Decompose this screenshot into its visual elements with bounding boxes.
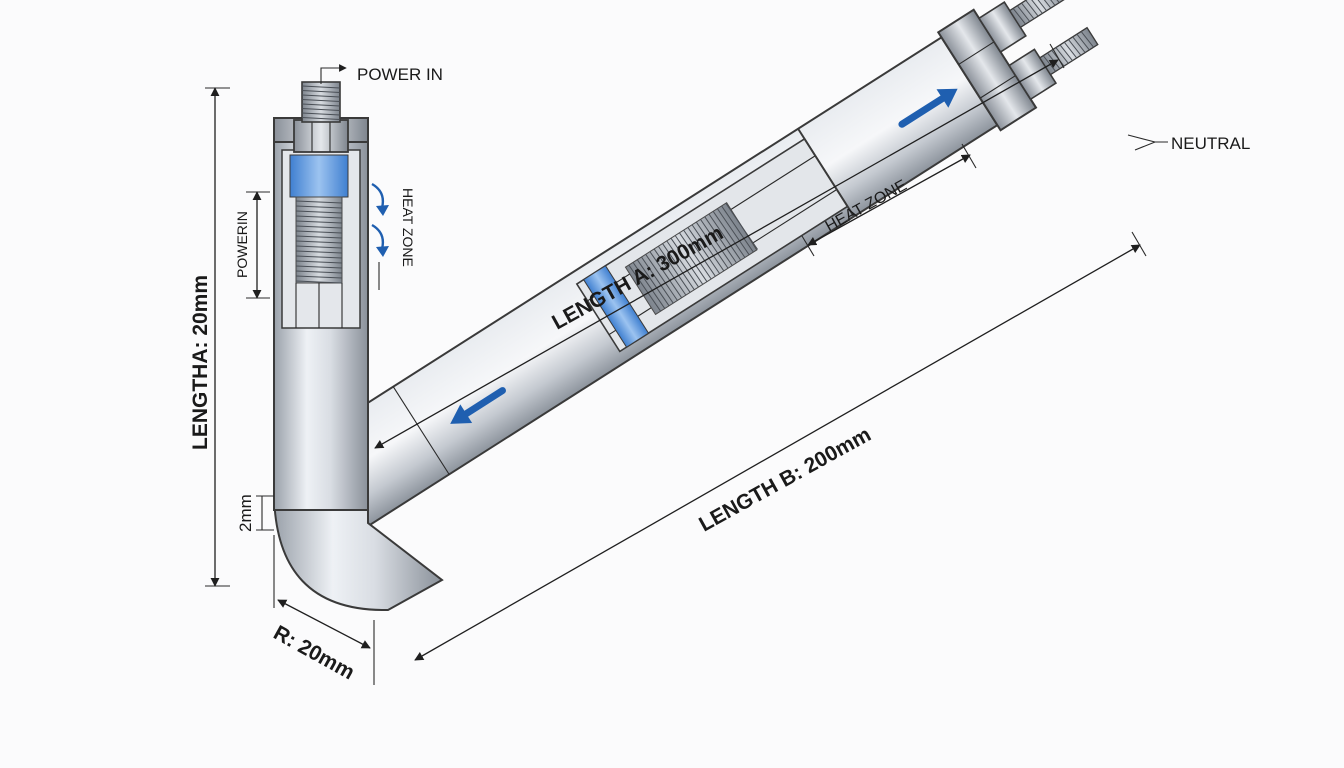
coil-winding bbox=[1046, 0, 1060, 4]
top-hex-nut bbox=[293, 119, 349, 153]
coil-winding bbox=[295, 245, 343, 249]
coil-winding bbox=[1080, 31, 1094, 48]
label-radius: R: 20mm bbox=[270, 621, 359, 684]
coil-winding bbox=[295, 270, 343, 274]
tube-bend bbox=[272, 488, 444, 612]
coil-winding bbox=[1038, 0, 1052, 9]
coil-winding bbox=[295, 235, 343, 239]
coil-winding bbox=[301, 94, 341, 98]
coil-winding bbox=[1076, 33, 1090, 51]
coil-winding bbox=[1029, 0, 1043, 14]
heating-coil-vertical bbox=[295, 196, 343, 284]
coil-winding bbox=[295, 240, 343, 244]
coil-winding bbox=[301, 112, 341, 116]
coil-winding bbox=[1042, 0, 1056, 6]
label-wall-thickness: 2mm bbox=[236, 494, 255, 532]
coil-winding bbox=[295, 200, 343, 204]
label-neutral: NEUTRAL bbox=[1171, 134, 1250, 153]
coil-winding bbox=[1072, 36, 1086, 53]
coil-winding bbox=[1059, 44, 1073, 61]
curved-arrow-icon bbox=[371, 223, 389, 257]
label-power-in-vertical: POWERIN bbox=[234, 211, 250, 278]
label-power-in-top: POWER IN bbox=[357, 65, 443, 84]
coil-winding bbox=[295, 265, 343, 269]
coil-winding bbox=[295, 230, 343, 234]
coil-winding bbox=[295, 275, 343, 279]
coil-winding bbox=[295, 250, 343, 254]
coil-winding bbox=[295, 255, 343, 259]
curved-arrow-icon bbox=[371, 182, 389, 216]
coil-winding bbox=[1063, 41, 1078, 59]
coil-winding bbox=[295, 220, 343, 224]
label-length-vertical: LENGTHA: 20mm bbox=[189, 275, 212, 450]
label-length-b: LENGTH B: 200mm bbox=[695, 423, 875, 536]
coil-winding bbox=[1025, 0, 1039, 17]
coil-winding bbox=[1068, 39, 1082, 56]
coil-winding bbox=[295, 260, 343, 264]
terminal-stud-upper bbox=[1008, 0, 1069, 29]
dimension-lines bbox=[205, 43, 1168, 685]
vertical-heat-band bbox=[289, 154, 349, 198]
coil-winding bbox=[1012, 8, 1026, 25]
coil-winding bbox=[301, 103, 341, 107]
coil-winding bbox=[295, 215, 343, 219]
coil-winding bbox=[295, 280, 343, 284]
coil-winding bbox=[1055, 47, 1069, 64]
coil-winding bbox=[1033, 0, 1048, 12]
heater-tube bbox=[272, 0, 1099, 612]
coil-winding bbox=[301, 108, 341, 111]
coil-winding bbox=[295, 225, 343, 229]
coil-winding bbox=[295, 205, 343, 209]
coil-winding bbox=[295, 210, 343, 214]
coil-winding bbox=[301, 117, 341, 120]
coil-winding bbox=[301, 99, 341, 102]
coil-winding bbox=[1021, 2, 1035, 20]
terminal-stud-lower bbox=[1038, 26, 1099, 76]
coil-winding bbox=[301, 90, 341, 93]
coil-winding bbox=[301, 85, 341, 89]
label-heat-zone-vertical: HEAT ZONE bbox=[400, 188, 416, 267]
coil-winding bbox=[1016, 5, 1031, 22]
